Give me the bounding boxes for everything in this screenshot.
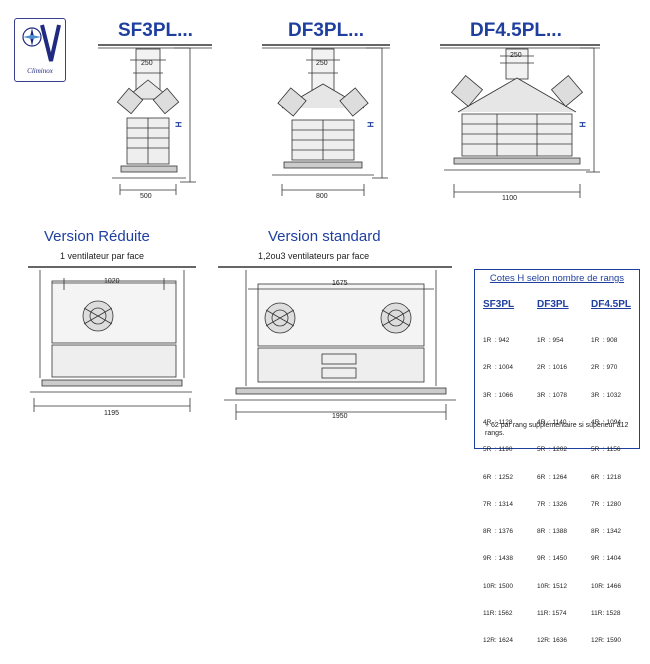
table-row: 1R : 954 <box>537 337 564 345</box>
unit-df45pl <box>444 47 600 198</box>
table-row: 11R: 1528 <box>591 610 621 617</box>
dim-height-df45pl: H <box>578 121 588 128</box>
version-reduite-subtitle: 1 ventilateur par face <box>60 251 145 261</box>
table-row: 5R : 1190 <box>483 446 513 454</box>
table-row: 8R : 1388 <box>537 528 567 536</box>
table-row: 9R : 1438 <box>483 555 513 563</box>
table-row: 12R: 1624 <box>483 637 513 645</box>
table-row: 10R: 1466 <box>591 582 621 590</box>
table-row: 1R : 942 <box>483 337 510 345</box>
table-row: 4R : 1140 <box>537 419 567 427</box>
table-row: 12R: 1590 <box>591 637 621 645</box>
height-table-title: Cotes H selon nombre de rangs <box>489 273 625 284</box>
unit-sf3pl <box>112 47 196 195</box>
table-row: 11R: 1562 <box>483 610 513 617</box>
dim-standard-inner: 1675 <box>332 280 348 287</box>
model-title-df45pl: DF4.5PL... <box>470 20 562 41</box>
table-header-df3pl: DF3PL <box>537 299 569 310</box>
table-column-df45pl: 1R : 908 2R : 970 3R : 1032 4R : 1094 5R… <box>591 318 621 664</box>
table-row: 2R : 970 <box>591 364 618 372</box>
unit-version-standard <box>218 266 456 420</box>
table-row: 12R: 1636 <box>537 637 567 645</box>
model-title-sf3pl: SF3PL... <box>118 20 193 41</box>
table-row: 5R : 1156 <box>591 446 621 454</box>
table-row: 9R : 1404 <box>591 555 621 563</box>
dim-reduite-outer: 1195 <box>104 410 120 417</box>
drawing-lines <box>28 44 600 420</box>
table-row: 3R : 1032 <box>591 391 621 399</box>
table-row: 7R : 1280 <box>591 500 621 508</box>
height-table: Cotes H selon nombre de rangs SF3PL DF3P… <box>474 269 640 644</box>
dim-standard-outer: 1950 <box>332 413 348 420</box>
dim-width-sf3pl: 500 <box>140 193 152 200</box>
table-row: 10R: 1512 <box>537 582 567 590</box>
table-column-df3pl: 1R : 954 2R : 1016 3R : 1078 4R : 1140 5… <box>537 318 567 664</box>
table-row: 1R : 908 <box>591 337 618 345</box>
dim-collar-df3pl: 250 <box>316 60 328 67</box>
dim-height-df3pl: H <box>366 121 376 128</box>
table-row: 10R: 1500 <box>483 582 513 590</box>
table-row: 7R : 1314 <box>483 500 513 508</box>
table-row: 4R : 1094 <box>591 419 621 427</box>
unit-version-reduite <box>28 266 196 412</box>
table-row: 6R : 1218 <box>591 473 621 481</box>
dim-reduite-inner: 1020 <box>104 278 120 285</box>
dim-height-sf3pl: H <box>174 121 184 128</box>
model-title-df3pl: DF3PL... <box>288 20 365 41</box>
dim-collar-sf3pl: 250 <box>141 60 153 67</box>
ceiling-df3pl <box>262 44 390 49</box>
table-row: 2R : 1016 <box>537 364 567 372</box>
version-standard-subtitle: 1,2ou3 ventilateurs par face <box>258 251 370 261</box>
unit-df3pl <box>272 47 388 196</box>
table-header-df45pl: DF4.5PL <box>591 299 632 310</box>
table-row: 6R : 1264 <box>537 473 567 481</box>
ceiling-sf3pl <box>98 44 212 49</box>
table-column-sf3pl: 1R : 942 2R : 1004 3R : 1066 4R : 1128 5… <box>483 318 513 664</box>
table-row: 9R : 1450 <box>537 555 567 563</box>
table-row: 8R : 1342 <box>591 528 621 536</box>
table-row: 8R : 1376 <box>483 528 513 536</box>
table-header-sf3pl: SF3PL <box>483 299 515 310</box>
logo-name: Climinox <box>27 67 53 75</box>
version-reduite-title: Version Réduite <box>44 228 150 245</box>
technical-drawing-sheet: Climinox SF3PL... DF3PL... DF4.5PL... <box>14 18 640 644</box>
table-note: + 62 par rang supplémentaire si supérieu… <box>485 422 629 437</box>
ceiling-df45pl <box>440 44 600 49</box>
dim-collar-df45pl: 250 <box>510 52 522 59</box>
climinox-logo-icon <box>22 24 61 62</box>
table-row: 11R: 1574 <box>537 610 567 617</box>
version-standard-title: Version standard <box>268 228 381 245</box>
table-row: 4R : 1128 <box>483 419 513 427</box>
dim-width-df3pl: 800 <box>316 193 328 200</box>
table-row: 7R : 1326 <box>537 500 567 508</box>
table-row: 5R : 1202 <box>537 446 567 454</box>
dim-width-df45pl: 1100 <box>502 195 518 202</box>
climinox-logo: Climinox <box>14 18 66 82</box>
table-row: 3R : 1066 <box>483 391 513 399</box>
table-row: 6R : 1252 <box>483 473 513 481</box>
table-row: 2R : 1004 <box>483 364 513 372</box>
table-row: 3R : 1078 <box>537 391 567 399</box>
